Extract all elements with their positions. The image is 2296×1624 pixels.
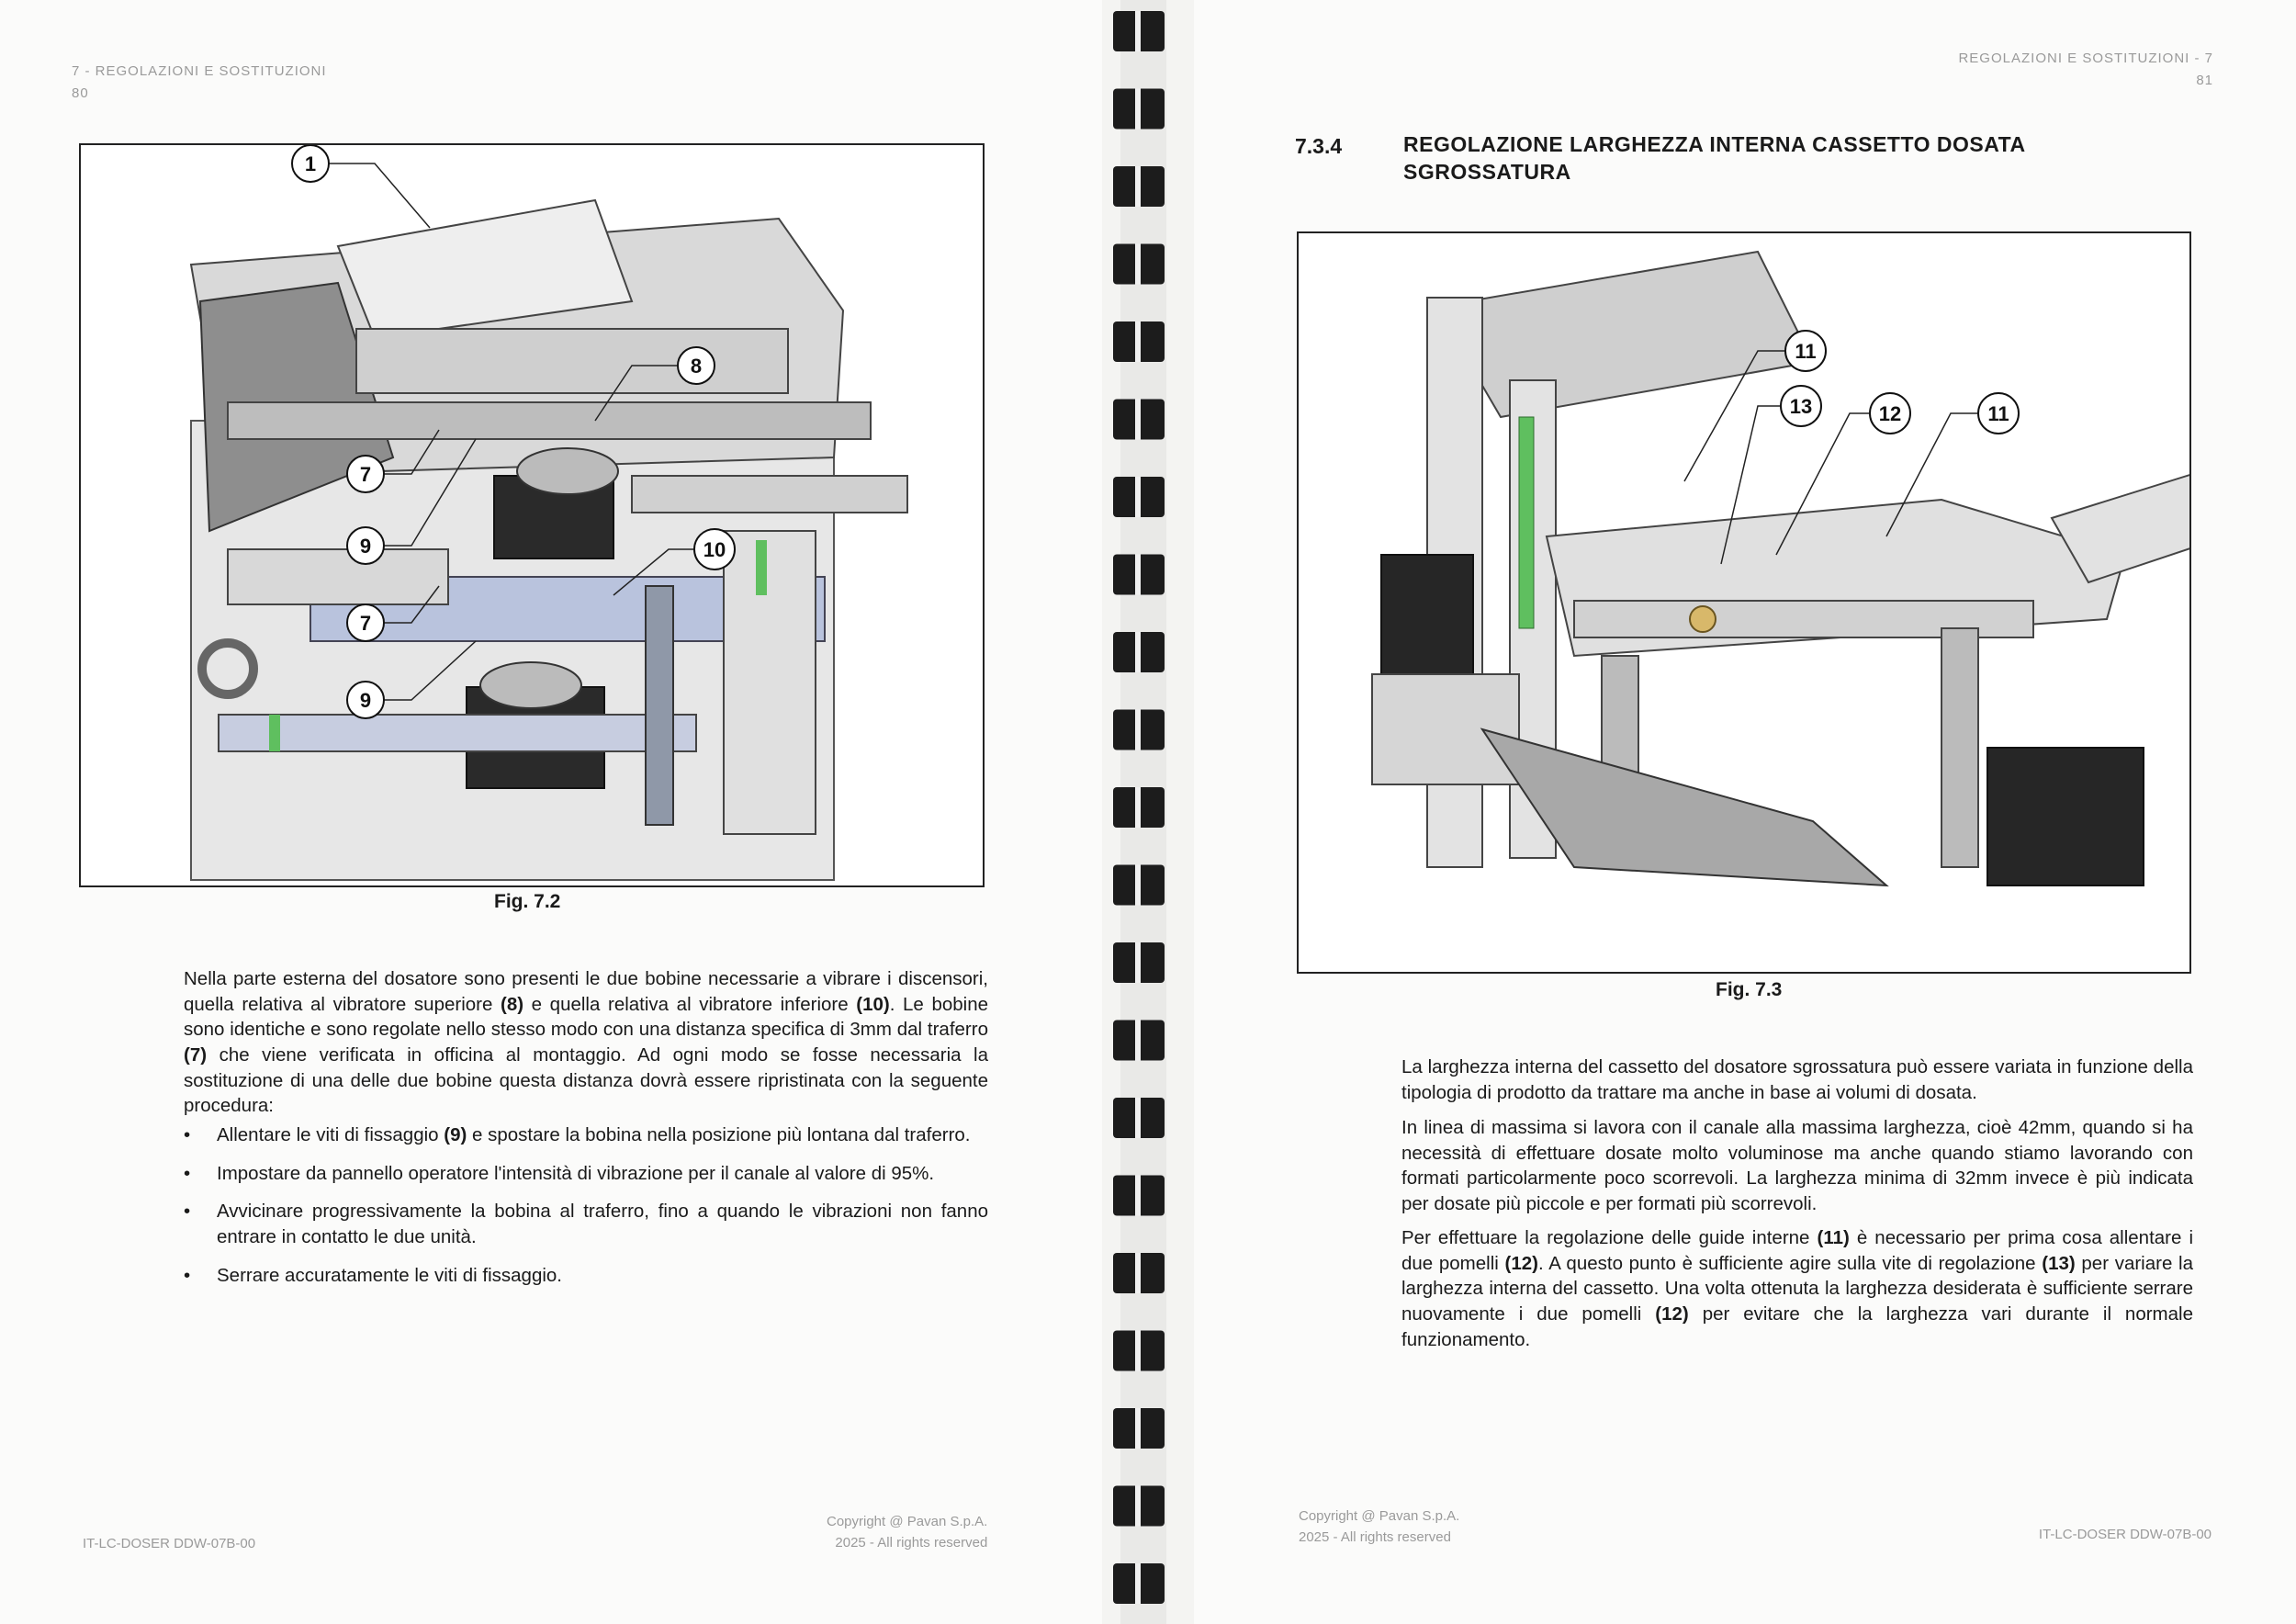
procedure-step-2: Impostare da pannello operatore l'intens… <box>184 1161 988 1187</box>
callout-9-upper: 9 <box>360 535 371 558</box>
binding-ring-gap <box>1135 1485 1141 1527</box>
binding-ring-gap <box>1135 399 1141 440</box>
binding-ring-gap <box>1135 709 1141 750</box>
section-number: 7.3.4 <box>1295 134 1343 158</box>
left-page-header: 7 - REGOLAZIONI E SOSTITUZIONI 80 <box>72 61 327 105</box>
callout-7-lower: 7 <box>360 612 371 635</box>
section-title: REGOLAZIONE LARGHEZZA INTERNA CASSETTO D… <box>1403 131 2138 186</box>
binding-ring-gap <box>1135 942 1141 983</box>
binding-ring-gap <box>1135 321 1141 362</box>
callout-13: 13 <box>1790 395 1812 418</box>
left-footer-copyright: Copyright @ Pavan S.p.A. 2025 - All righ… <box>827 1512 987 1553</box>
section-title-line-2: SGROSSATURA <box>1403 159 1571 184</box>
right-footer-doc-code: IT-LC-DOSER DDW-07B-00 <box>2038 1527 2212 1542</box>
binding-ring-gap <box>1135 1563 1141 1604</box>
copyright-line-2: 2025 - All rights reserved <box>835 1534 988 1551</box>
binding-ring-gap <box>1135 787 1141 828</box>
binding-ring-gap <box>1135 864 1141 906</box>
figure-7-3-caption: Fig. 7.3 <box>1716 979 1783 1000</box>
header-chapter: REGOLAZIONI E SOSTITUZIONI - 7 <box>1958 51 2213 66</box>
ref-7: (7) <box>184 1044 208 1066</box>
procedure-list: Allentare le viti di fissaggio (9) e spo… <box>184 1122 988 1301</box>
binding-ring-gap <box>1135 632 1141 672</box>
binding-ring-gap <box>1135 1020 1141 1061</box>
para-text: per variare la larghezza interna del cas… <box>1401 1252 2193 1325</box>
copyright-line-2: 2025 - All rights reserved <box>1299 1528 1451 1545</box>
binding-ring-gap <box>1135 1408 1141 1449</box>
ref-12: (12) <box>1655 1303 1689 1325</box>
para-text: Per effettuare la regolazione delle guid… <box>1401 1227 1818 1248</box>
procedure-step-1: Allentare le viti di fissaggio (9) e spo… <box>184 1122 988 1148</box>
binding-ring-gap <box>1135 243 1141 285</box>
header-page-number: 80 <box>72 85 89 101</box>
step-text: Serrare accuratamente le viti di fissagg… <box>217 1264 563 1286</box>
binding-ring-gap <box>1135 11 1141 51</box>
callout-10: 10 <box>703 538 726 561</box>
figure-7-3: 11 13 12 11 <box>1297 231 2191 974</box>
callout-8: 8 <box>691 355 702 378</box>
callout-11-lower: 11 <box>1987 402 2009 425</box>
para-text: è necessario per prima cosa allentare i … <box>1401 1227 2193 1274</box>
ref-12: (12) <box>1504 1252 1538 1274</box>
copyright-line-1: Copyright @ Pavan S.p.A. <box>1299 1508 1460 1524</box>
callout-1: 1 <box>305 152 316 175</box>
figure-7-3-illustration: 11 13 12 11 <box>1371 250 2189 887</box>
procedure-step-3: Avvicinare progressivamente la bobina al… <box>184 1199 988 1249</box>
binding-ring-gap <box>1135 1330 1141 1371</box>
para-text: per evitare che la larghezza vari durant… <box>1401 1303 2193 1350</box>
left-footer-doc-code: IT-LC-DOSER DDW-07B-00 <box>83 1536 256 1551</box>
callout-7-upper: 7 <box>360 463 371 486</box>
copyright-line-1: Copyright @ Pavan S.p.A. <box>827 1514 988 1529</box>
callout-12: 12 <box>1879 402 1901 425</box>
figure-7-2: 1 8 7 9 10 7 9 <box>79 143 985 887</box>
para-text: . Le bobine sono identiche e sono regola… <box>184 993 989 1041</box>
right-paragraph-2: In linea di massima si lavora con il can… <box>1401 1117 2193 1215</box>
step-text: Allentare le viti di fissaggio <box>217 1124 445 1145</box>
para-text: e quella relativa al vibratore inferiore <box>523 993 857 1015</box>
callout-11-upper: 11 <box>1795 340 1816 363</box>
spiral-binding <box>1113 0 1166 1624</box>
figure-7-2-caption: Fig. 7.2 <box>494 891 561 912</box>
binding-ring-gap <box>1135 554 1141 595</box>
right-paragraph-3: Per effettuare la regolazione delle guid… <box>1401 1225 2193 1352</box>
left-page: 7 - REGOLAZIONI E SOSTITUZIONI 80 <box>0 0 1102 1624</box>
right-page: REGOLAZIONI E SOSTITUZIONI - 7 81 7.3.4 … <box>1194 0 2296 1624</box>
para-text: Nella parte esterna del dosatore sono pr… <box>184 968 988 1015</box>
para-text: . A questo punto è sufficiente agire sul… <box>1537 1252 2043 1274</box>
right-footer-copyright: Copyright @ Pavan S.p.A. 2025 - All righ… <box>1299 1506 1459 1548</box>
binding-ring-gap <box>1135 1253 1141 1293</box>
step-text: Avvicinare progressivamente la bobina al… <box>217 1201 988 1248</box>
step-text: e spostare la bobina nella posizione più… <box>467 1124 971 1145</box>
right-paragraph-1: La larghezza interna del cassetto del do… <box>1401 1056 2193 1103</box>
binding-ring-gap <box>1135 477 1141 517</box>
binding-ring-gap <box>1135 88 1141 130</box>
header-page-number: 81 <box>2196 73 2213 88</box>
header-chapter: 7 - REGOLAZIONI E SOSTITUZIONI <box>72 63 327 79</box>
ref-13: (13) <box>2042 1252 2076 1274</box>
ref-10: (10) <box>856 993 890 1015</box>
section-title-line-1: REGOLAZIONE LARGHEZZA INTERNA CASSETTO D… <box>1403 132 2026 156</box>
binding-ring-gap <box>1135 166 1141 207</box>
ref-9: (9) <box>444 1124 467 1145</box>
ref-11: (11) <box>1817 1227 1850 1248</box>
callout-9-lower: 9 <box>360 689 371 712</box>
right-page-header: REGOLAZIONI E SOSTITUZIONI - 7 81 <box>1958 48 2213 92</box>
binding-ring-gap <box>1135 1098 1141 1138</box>
binding-ring-gap <box>1135 1175 1141 1216</box>
procedure-step-4: Serrare accuratamente le viti di fissagg… <box>184 1263 988 1289</box>
left-intro-paragraph: Nella parte esterna del dosatore sono pr… <box>184 966 988 1119</box>
para-text: che viene verificata in officina al mont… <box>184 1044 988 1117</box>
figure-7-2-illustration: 1 8 7 9 10 7 9 <box>189 145 908 881</box>
step-text: Impostare da pannello operatore l'intens… <box>217 1162 935 1184</box>
ref-8: (8) <box>501 993 524 1015</box>
